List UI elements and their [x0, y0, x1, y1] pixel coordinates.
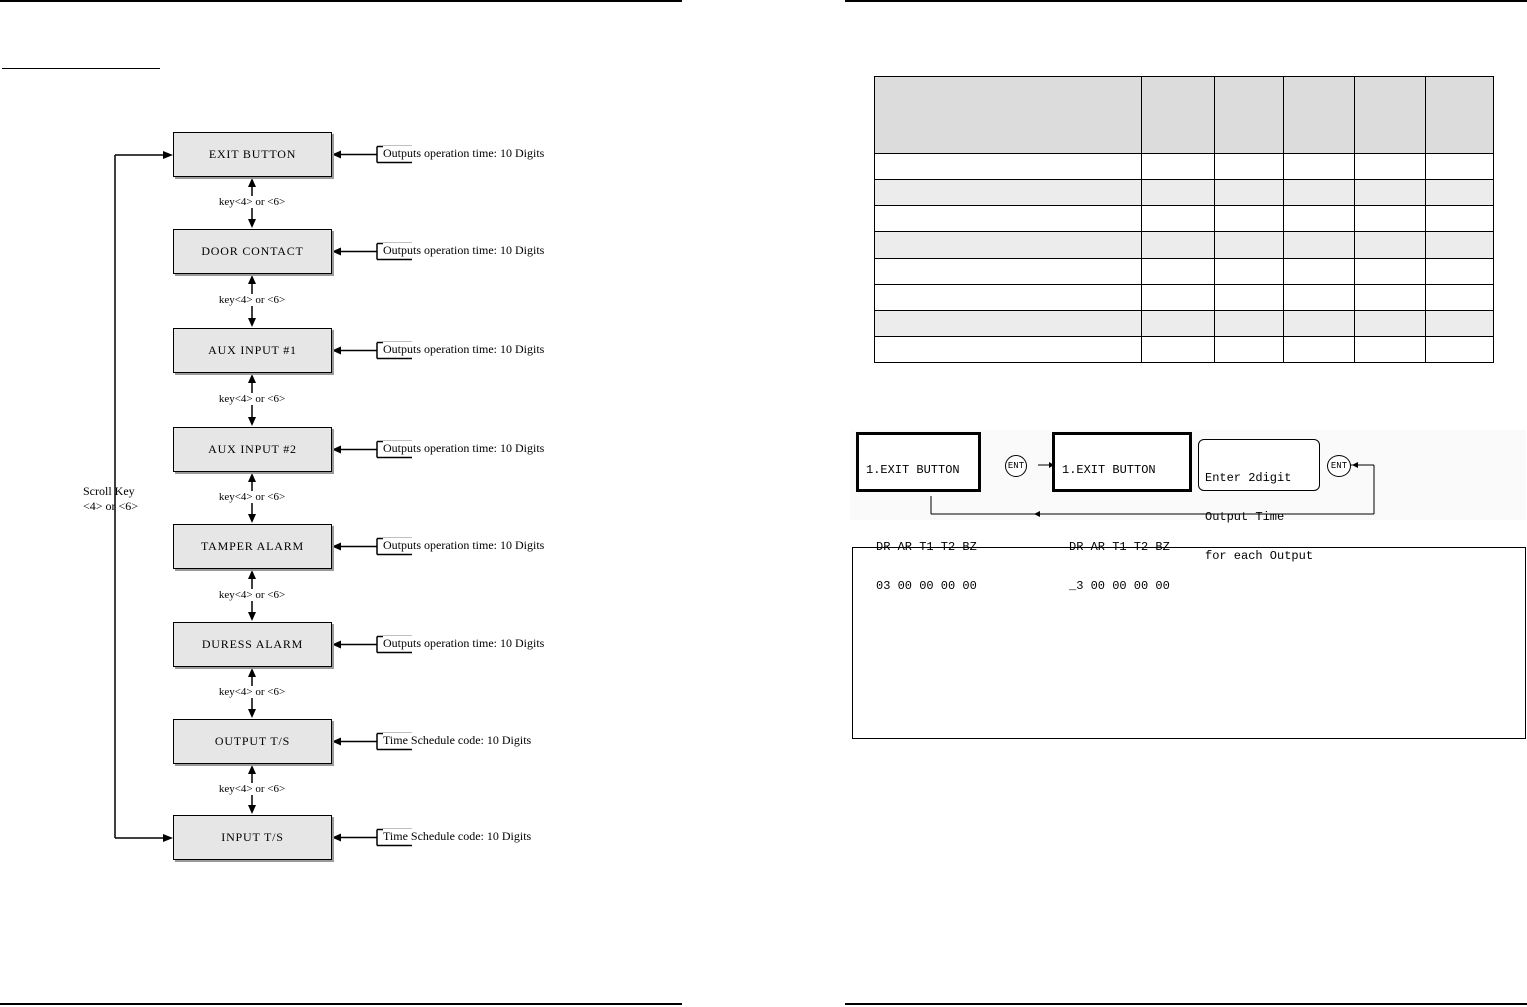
- key-hint-label: key<4> or <6>: [196, 588, 308, 601]
- lcd-screen-1: 1.EXIT BUTTON DR AR T1 T2 BZ 03 00 00 00…: [856, 432, 981, 593]
- menu-item-box: EXIT BUTTON: [173, 132, 332, 177]
- table-header-cell: [1283, 76, 1355, 154]
- menu-item-side-note: Outputs operation time: 10 Digits: [383, 242, 545, 258]
- table-row: [874, 335, 1494, 364]
- scroll-key-label: Scroll Key <4> or <6>: [83, 484, 138, 514]
- menu-item-label: AUX INPUT #2: [208, 442, 297, 456]
- menu-item-side-note: Outputs operation time: 10 Digits: [383, 635, 545, 651]
- prompt-line2: Output Time: [1205, 510, 1285, 524]
- ent-key-2[interactable]: ENT: [1327, 455, 1351, 477]
- menu-item-label: AUX INPUT #1: [208, 343, 297, 357]
- table-row: [874, 152, 1494, 181]
- key-hint-label: key<4> or <6>: [196, 196, 308, 208]
- output-time-prompt: Enter 2digit Output Time for each Output: [1198, 439, 1320, 563]
- scroll-key-line2: <4> or <6>: [83, 499, 139, 513]
- menu-item-box: AUX INPUT #2: [173, 427, 332, 472]
- menu-item-side-note: Outputs operation time: 10 Digits: [383, 537, 545, 553]
- menu-item-label: EXIT BUTTON: [208, 147, 297, 161]
- ent-key-1-label: ENT: [1007, 461, 1025, 471]
- key-hint-label: key<4> or <6>: [196, 393, 308, 405]
- menu-item-side-note: Outputs operation time: 10 Digits: [383, 440, 545, 456]
- table-header-cell: [1141, 76, 1215, 154]
- output-time-table: [874, 76, 1494, 364]
- key-hint-label: key<4> or <6>: [196, 491, 308, 503]
- key-hint-label: key<4> or <6>: [196, 686, 308, 698]
- lcd1-line1: 1.EXIT BUTTON: [866, 463, 960, 477]
- table-row: [874, 179, 1494, 207]
- scroll-key-line1: Scroll Key: [83, 484, 135, 498]
- table-row: [874, 309, 1494, 337]
- top-rule-left: [0, 0, 682, 2]
- prompt-line3: for each Output: [1205, 549, 1314, 563]
- menu-item-label: OUTPUT T/S: [214, 734, 291, 748]
- lcd1-line3: 03 00 00 00 00: [876, 579, 977, 593]
- lcd-diagram: 1.EXIT BUTTON DR AR T1 T2 BZ 03 00 00 00…: [850, 430, 1526, 593]
- menu-item-label: TAMPER ALARM: [201, 539, 304, 553]
- lcd2-line3: _3 00 00 00 00: [1069, 579, 1170, 593]
- menu-item-label: INPUT T/S: [221, 830, 284, 844]
- table-header-cell: [1354, 76, 1426, 154]
- top-rule-right: [845, 0, 1527, 2]
- lcd2-line1: 1.EXIT BUTTON: [1062, 463, 1156, 477]
- heading-underline: [2, 68, 160, 69]
- bottom-rule-left: [0, 1003, 682, 1005]
- table-header-cell: [874, 76, 1142, 154]
- menu-item-box: OUTPUT T/S: [173, 719, 332, 764]
- menu-item-side-note: Time Schedule code: 10 Digits: [383, 828, 532, 844]
- menu-item-side-note: Time Schedule code: 10 Digits: [383, 732, 532, 748]
- bottom-rule-right: [845, 1003, 1527, 1005]
- menu-item-label: DOOR CONTACT: [201, 244, 304, 258]
- key-hint-label: key<4> or <6>: [196, 782, 308, 795]
- note-box: [852, 547, 1526, 739]
- menu-item-side-note: Outputs operation time: 10 Digits: [383, 145, 545, 161]
- menu-item-box: INPUT T/S: [173, 815, 332, 860]
- ent-key-2-label: ENT: [1330, 461, 1348, 471]
- menu-item-side-note: Outputs operation time: 10 Digits: [383, 341, 545, 357]
- table-row: [874, 205, 1494, 233]
- key-hint-label: key<4> or <6>: [196, 294, 308, 306]
- table-header-row: [874, 76, 1494, 154]
- menu-item-box: AUX INPUT #1: [173, 328, 332, 373]
- table-row: [874, 231, 1494, 259]
- menu-item-box: DURESS ALARM: [173, 622, 332, 667]
- ent-key-1[interactable]: ENT: [1005, 455, 1027, 477]
- lcd-screen-2: 1.EXIT BUTTON DR AR T1 T2 BZ _3 00 00 00…: [1052, 432, 1192, 593]
- menu-item-label: DURESS ALARM: [201, 637, 304, 651]
- table-header-cell: [1425, 76, 1494, 154]
- prompt-line1: Enter 2digit: [1205, 471, 1292, 485]
- menu-item-box: DOOR CONTACT: [173, 229, 332, 274]
- table-row: [874, 257, 1494, 285]
- table-row: [874, 283, 1494, 311]
- table-header-cell: [1214, 76, 1284, 154]
- menu-item-box: TAMPER ALARM: [173, 524, 332, 569]
